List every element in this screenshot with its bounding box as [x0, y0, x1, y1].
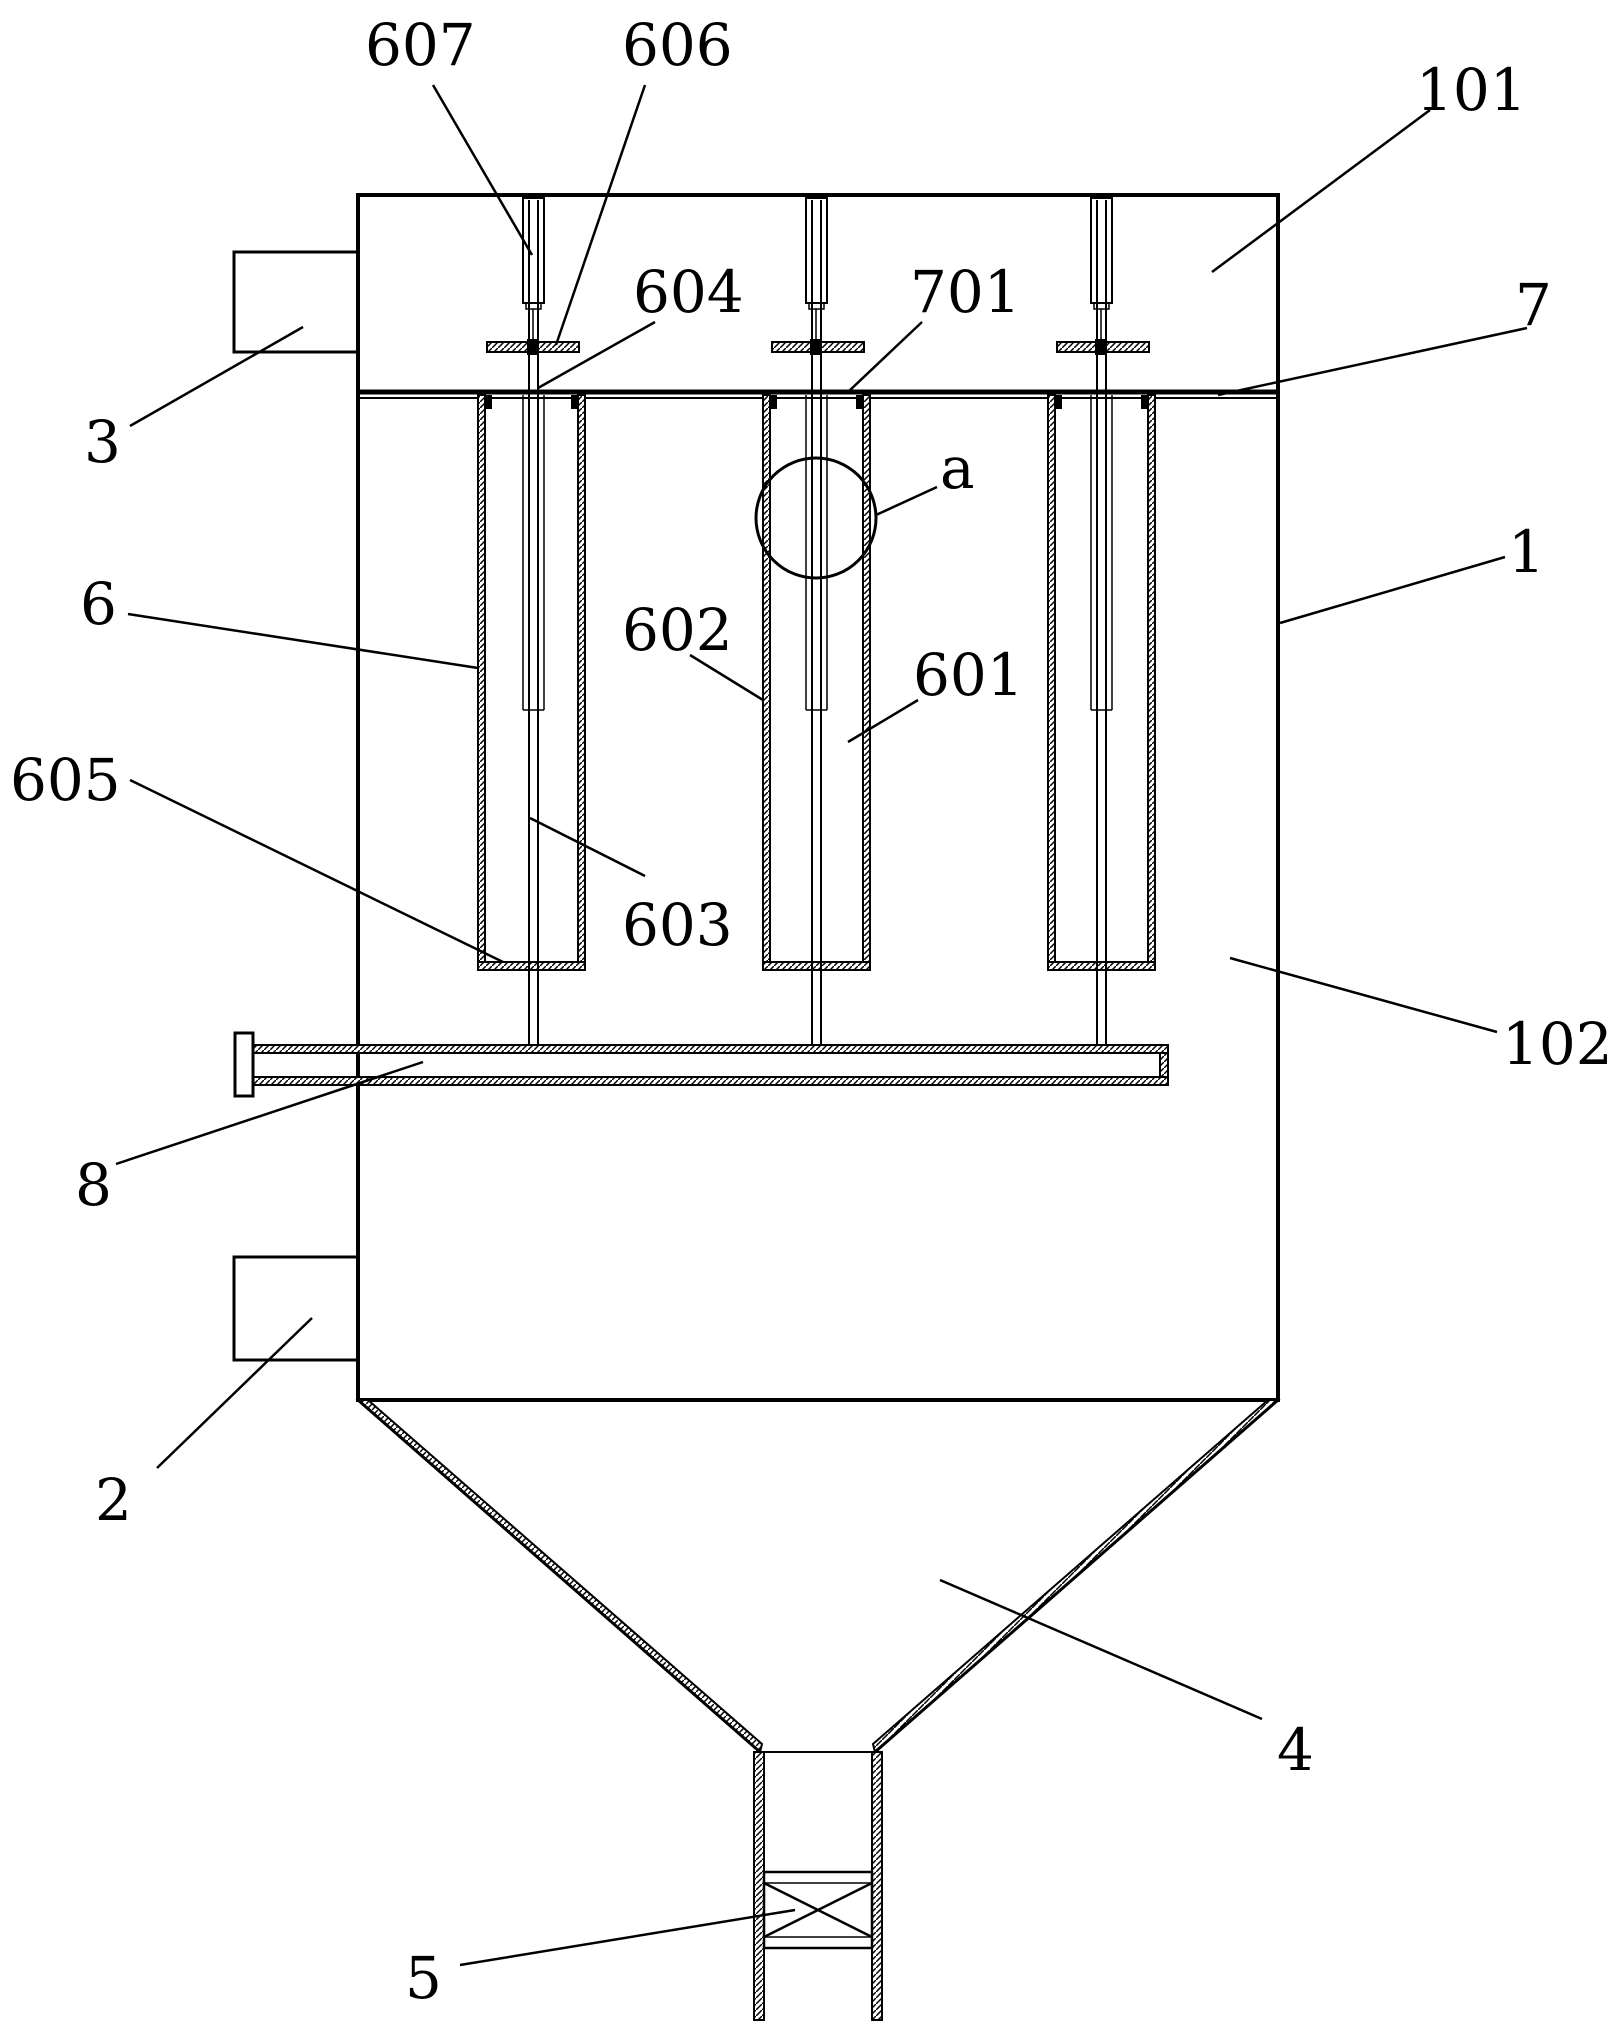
label-2: 2: [95, 1466, 132, 1534]
label-604: 604: [633, 258, 744, 326]
outlet-pipe-3: [232, 250, 360, 354]
label-6: 6: [80, 570, 117, 638]
rotary-valve: [762, 1870, 874, 1950]
filter-assembly-left: [477, 197, 586, 1045]
housing-body: [356, 193, 1280, 1402]
discharge-pipe: [753, 1751, 883, 2021]
manifold-pipe-8: [233, 1031, 1169, 1098]
hopper: [355, 1398, 1281, 1754]
inlet-pipe-2: [232, 1255, 360, 1362]
label-605: 605: [10, 746, 121, 814]
detail-circle-a: [754, 456, 878, 580]
leader-lines: [115, 84, 1528, 1967]
label-4: 4: [1277, 1716, 1314, 1784]
label-601: 601: [913, 641, 1024, 709]
filter-assembly-right: [1047, 197, 1156, 1045]
label-701: 701: [910, 258, 1021, 326]
label-1: 1: [1508, 518, 1545, 586]
label-7: 7: [1515, 271, 1552, 339]
label-603: 603: [622, 891, 733, 959]
label-102: 102: [1502, 1010, 1613, 1078]
label-3: 3: [84, 408, 121, 476]
label-5: 5: [405, 1944, 442, 2012]
label-606: 606: [622, 11, 733, 79]
label-602: 602: [622, 596, 733, 664]
label-a: a: [940, 434, 975, 502]
housing: [356, 193, 1280, 1402]
filter-assembly-middle: [762, 197, 871, 1045]
label-101: 101: [1416, 56, 1527, 124]
label-8: 8: [75, 1151, 112, 1219]
reference-labels: 607 606 101 604 701 7 3 a 1 6 602 601 60…: [10, 11, 1613, 2012]
label-607: 607: [365, 11, 476, 79]
